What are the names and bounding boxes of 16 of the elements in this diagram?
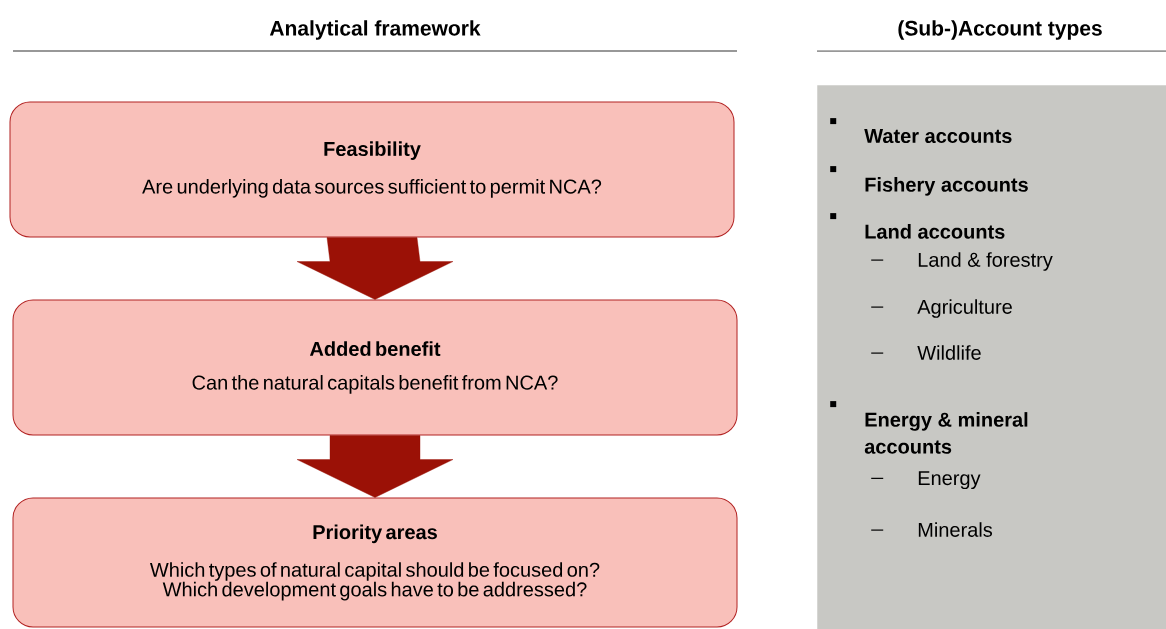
list-item: Energy <box>870 471 981 490</box>
heading: (Sub-)Account types <box>898 20 1102 40</box>
process-box: Feasibility Are underlying data sources sufficient to permit NCA? <box>9 101 735 238</box>
heading: Analytical framework <box>269 20 481 40</box>
list-item: Minerals <box>870 522 993 537</box>
list-item: Agriculture <box>870 299 1012 318</box>
list-item: Water accounts <box>830 118 1012 144</box>
list-item: Land accounts <box>830 213 1005 239</box>
block-arrow <box>296 237 454 300</box>
list-item: Wildlife <box>870 345 981 360</box>
process-box: Priority areas Which types of natural capital should be focused on? Which development goals have to be addressed? <box>12 497 738 628</box>
block-arrow <box>296 435 454 498</box>
list-item: Fishery accounts <box>830 166 1028 196</box>
list-item: Land & forestry <box>870 252 1053 271</box>
process-box: Added benefit Can the natural capitals benefit from NCA? <box>12 299 738 436</box>
list-item: Energy & mineral accounts <box>830 401 1028 454</box>
